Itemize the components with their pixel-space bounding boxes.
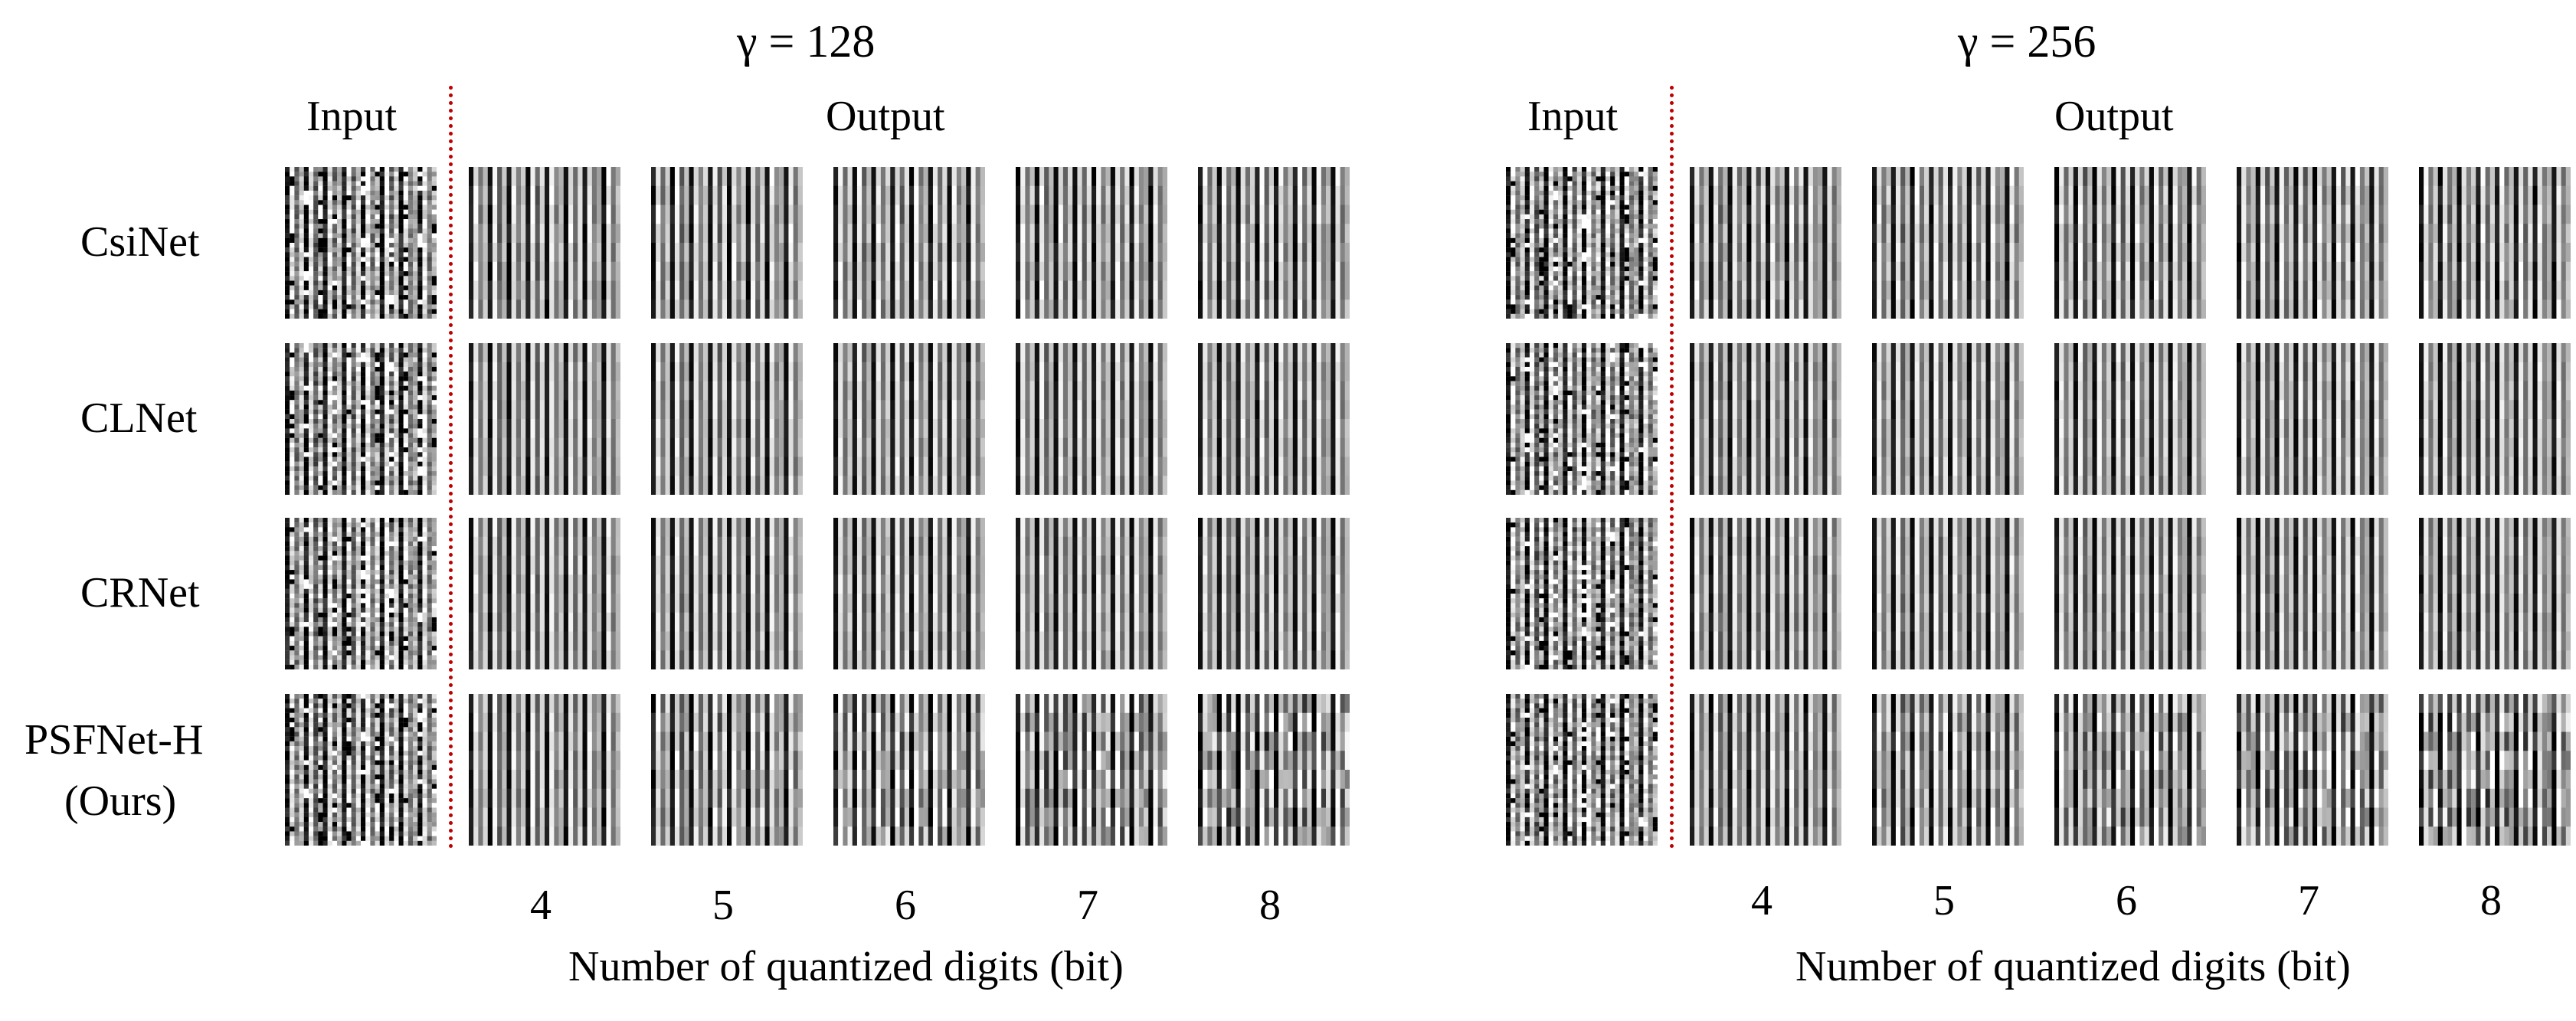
panel-2-psfnet-h-input-image <box>1506 694 1658 846</box>
panel-1-bit-5: 5 <box>712 882 734 929</box>
row-label-clnet: CLNet <box>80 394 198 442</box>
panel-2-bit-5: 5 <box>1933 877 1955 924</box>
panel-2-clnet-output-image-bit-4 <box>1690 343 1841 495</box>
panel-1-gamma-title: γ = 128 <box>737 16 876 67</box>
panel-2-psfnet-h-output-image-bit-6 <box>2054 694 2206 846</box>
panel-2-psfnet-h-output-image-bit-8 <box>2419 694 2571 846</box>
panel-1-csinet-output-image-bit-6 <box>833 167 985 319</box>
panel-1-clnet-output-image-bit-7 <box>1016 343 1167 495</box>
panel-1-input-output-divider <box>449 86 453 849</box>
panel-2-bit-8: 8 <box>2480 877 2502 924</box>
panel-2-psfnet-h-output-image-bit-7 <box>2237 694 2388 846</box>
panel-1-bit-4: 4 <box>530 882 552 929</box>
panel-1-bit-6: 6 <box>895 882 916 929</box>
panel-1-psfnet-h-output-image-bit-5 <box>651 694 803 846</box>
panel-2-csinet-output-image-bit-4 <box>1690 167 1841 319</box>
panel-2-bit-4: 4 <box>1751 877 1772 924</box>
panel-1-clnet-output-image-bit-8 <box>1198 343 1350 495</box>
panel-1-psfnet-h-input-image <box>285 694 437 846</box>
panel-2-csinet-output-image-bit-6 <box>2054 167 2206 319</box>
panel-1-crnet-output-image-bit-4 <box>469 518 620 669</box>
panel-2-csinet-input-image <box>1506 167 1658 319</box>
row-label-ours: (Ours) <box>64 777 177 825</box>
panel-1-crnet-output-image-bit-8 <box>1198 518 1350 669</box>
panel-2-crnet-output-image-bit-8 <box>2419 518 2571 669</box>
panel-2-crnet-output-image-bit-4 <box>1690 518 1841 669</box>
panel-1-crnet-output-image-bit-6 <box>833 518 985 669</box>
panel-1-csinet-output-image-bit-7 <box>1016 167 1167 319</box>
panel-2-clnet-output-image-bit-5 <box>1872 343 2024 495</box>
panel-1-output-header: Output <box>826 93 945 140</box>
panel-2-clnet-output-image-bit-7 <box>2237 343 2388 495</box>
panel-2-clnet-output-image-bit-8 <box>2419 343 2571 495</box>
panel-1-clnet-output-image-bit-6 <box>833 343 985 495</box>
panel-1-csinet-output-image-bit-8 <box>1198 167 1350 319</box>
panel-1-crnet-output-image-bit-5 <box>651 518 803 669</box>
panel-2-clnet-input-image <box>1506 343 1658 495</box>
panel-1-x-axis-label: Number of quantized digits (bit) <box>568 943 1124 990</box>
panel-1-csinet-output-image-bit-4 <box>469 167 620 319</box>
panel-2-psfnet-h-output-image-bit-5 <box>1872 694 2024 846</box>
panel-1-csinet-input-image <box>285 167 437 319</box>
panel-2-csinet-output-image-bit-8 <box>2419 167 2571 319</box>
row-label-csinet: CsiNet <box>80 218 200 266</box>
panel-1-crnet-input-image <box>285 518 437 669</box>
panel-2-crnet-output-image-bit-6 <box>2054 518 2206 669</box>
panel-1-psfnet-h-output-image-bit-4 <box>469 694 620 846</box>
panel-1-clnet-output-image-bit-5 <box>651 343 803 495</box>
panel-1-clnet-input-image <box>285 343 437 495</box>
panel-2-output-header: Output <box>2054 93 2174 140</box>
panel-2-crnet-output-image-bit-5 <box>1872 518 2024 669</box>
panel-2-crnet-input-image <box>1506 518 1658 669</box>
panel-1-bit-7: 7 <box>1077 882 1098 929</box>
panel-1-psfnet-h-output-image-bit-7 <box>1016 694 1167 846</box>
panel-2-psfnet-h-output-image-bit-4 <box>1690 694 1841 846</box>
row-label-crnet: CRNet <box>80 569 200 617</box>
panel-2-input-header: Input <box>1527 93 1619 140</box>
panel-2-input-output-divider <box>1670 86 1674 849</box>
panel-2-csinet-output-image-bit-5 <box>1872 167 2024 319</box>
panel-2-bit-7: 7 <box>2298 877 2319 924</box>
panel-1-crnet-output-image-bit-7 <box>1016 518 1167 669</box>
panel-1-csinet-output-image-bit-5 <box>651 167 803 319</box>
panel-1-psfnet-h-output-image-bit-6 <box>833 694 985 846</box>
panel-2-clnet-output-image-bit-6 <box>2054 343 2206 495</box>
panel-2-bit-6: 6 <box>2116 877 2137 924</box>
panel-2-csinet-output-image-bit-7 <box>2237 167 2388 319</box>
panel-1-psfnet-h-output-image-bit-8 <box>1198 694 1350 846</box>
row-label-psfnet-h: PSFNet-H <box>25 716 204 764</box>
panel-1-clnet-output-image-bit-4 <box>469 343 620 495</box>
panel-2-gamma-title: γ = 256 <box>1958 16 2096 67</box>
panel-1-bit-8: 8 <box>1259 882 1281 929</box>
panel-2-x-axis-label: Number of quantized digits (bit) <box>1795 943 2351 990</box>
panel-2-crnet-output-image-bit-7 <box>2237 518 2388 669</box>
panel-1-input-header: Input <box>306 93 398 140</box>
